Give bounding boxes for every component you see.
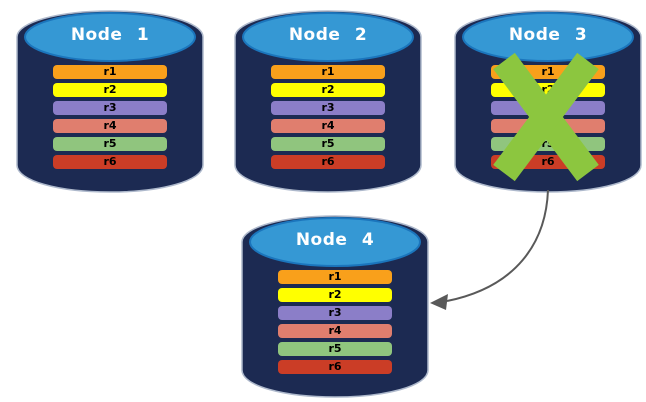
replica-list: r1 r2 r3 r4 r5 r6 xyxy=(53,65,167,169)
replica-bar: r3 xyxy=(271,101,385,115)
cylinder-top xyxy=(242,12,414,62)
replica-bar: r6 xyxy=(278,360,392,374)
failure-x-icon xyxy=(493,52,599,182)
node-title: Node 3 xyxy=(508,25,588,45)
replica-bar: r2 xyxy=(271,83,385,97)
replica-bar: r2 xyxy=(53,83,167,97)
replica-bar: r5 xyxy=(278,342,392,356)
replica-list: r1 r2 r3 r4 r5 r6 xyxy=(278,270,392,374)
arrow-curve xyxy=(446,189,549,302)
arrow-head-icon xyxy=(430,294,448,310)
replica-bar: r6 xyxy=(271,155,385,169)
node-4: Node 4 r1 r2 r3 r4 r5 r6 xyxy=(240,213,430,400)
replica-bar: r5 xyxy=(53,137,167,151)
node-title: Node 4 xyxy=(295,230,375,250)
node-3: Node 3 r1 r2 r3 r4 r5 r6 xyxy=(453,8,643,195)
replica-bar: r4 xyxy=(271,119,385,133)
replica-bar: r3 xyxy=(278,306,392,320)
replica-bar: r4 xyxy=(53,119,167,133)
replica-list: r1 r2 r3 r4 r5 r6 xyxy=(271,65,385,169)
cylinder-top xyxy=(24,12,196,62)
cylinder-top xyxy=(462,12,634,62)
node-title: Node 1 xyxy=(70,25,150,45)
replica-bar: r1 xyxy=(278,270,392,284)
replica-bar: r4 xyxy=(278,324,392,338)
node-2: Node 2 r1 r2 r3 r4 r5 r6 xyxy=(233,8,423,195)
replica-bar: r2 xyxy=(278,288,392,302)
replica-bar: r5 xyxy=(271,137,385,151)
cylinder-top xyxy=(249,217,421,267)
node-1: Node 1 r1 r2 r3 r4 r5 r6 xyxy=(15,8,205,195)
node-title: Node 2 xyxy=(288,25,368,45)
replica-bar: r1 xyxy=(53,65,167,79)
replica-bar: r3 xyxy=(53,101,167,115)
replica-bar: r6 xyxy=(53,155,167,169)
replica-bar: r1 xyxy=(271,65,385,79)
